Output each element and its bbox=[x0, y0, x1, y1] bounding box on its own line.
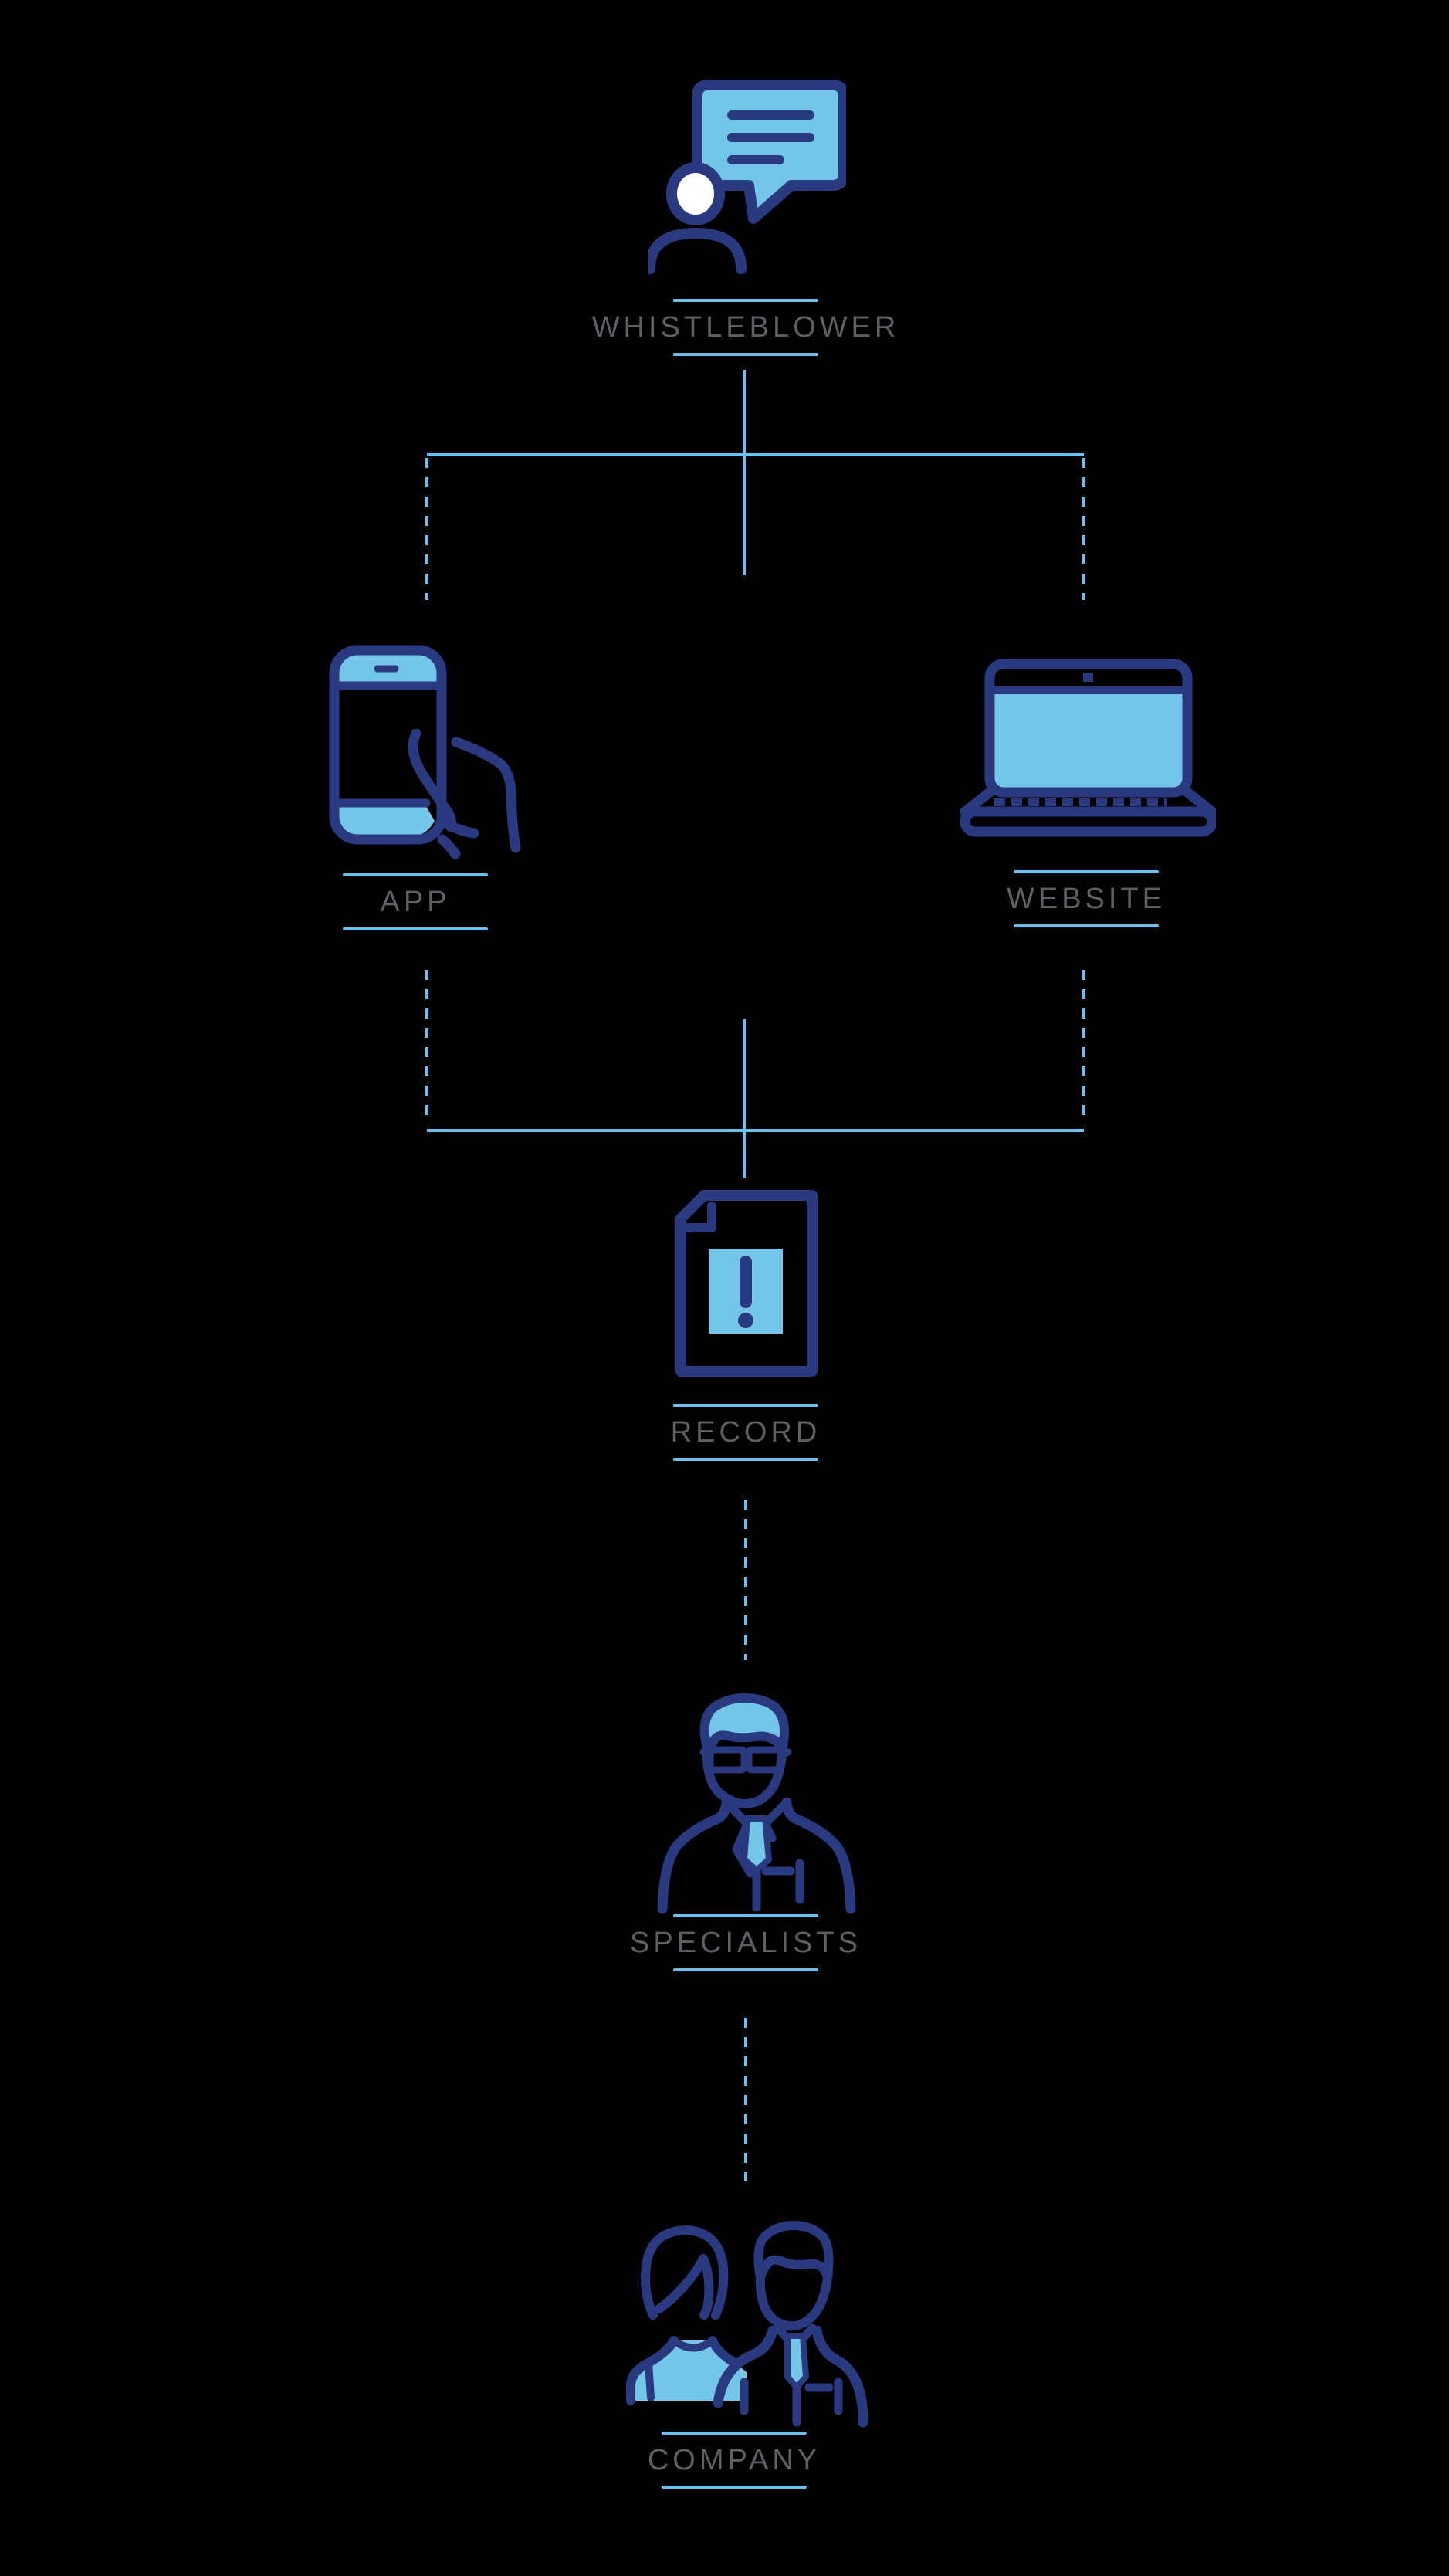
label-rule-bottom bbox=[673, 1458, 818, 1461]
label-rule-top bbox=[672, 299, 818, 302]
laptop-base bbox=[960, 806, 1216, 837]
woman-neckline bbox=[670, 2337, 716, 2352]
glasses-bridge bbox=[699, 1748, 792, 1759]
node-specialists: SPECIALISTS bbox=[630, 1914, 862, 1971]
label-rule-top bbox=[343, 873, 488, 876]
hand-lower-finger bbox=[443, 819, 479, 839]
label-rule-bottom bbox=[672, 1968, 818, 1971]
speech-bubble-text-lines bbox=[727, 110, 814, 164]
hand-index-finger bbox=[408, 728, 457, 832]
man-suit-pocket-marks bbox=[740, 2378, 843, 2415]
node-website: WEBSITE bbox=[1007, 870, 1166, 927]
phone-body bbox=[329, 645, 447, 845]
node-label-company: COMPANY bbox=[647, 2444, 821, 2476]
man-hair bbox=[753, 2221, 834, 2283]
person-shoulders bbox=[648, 228, 747, 274]
woman-hair bbox=[641, 2225, 729, 2320]
laptop-screen bbox=[994, 693, 1183, 788]
laptop-screen-frame bbox=[984, 659, 1193, 798]
specialist-hair bbox=[699, 1693, 789, 1752]
label-rule-top bbox=[1014, 870, 1159, 873]
label-rule-bottom bbox=[1014, 924, 1159, 927]
label-rule-top bbox=[661, 2432, 807, 2435]
hand-holding-phone-icon bbox=[329, 645, 521, 859]
hand-wrist-stroke bbox=[437, 834, 461, 859]
exclamation-dot bbox=[738, 1313, 753, 1328]
node-record: RECORD bbox=[671, 1404, 821, 1461]
node-label-specialists: SPECIALISTS bbox=[630, 1927, 862, 1959]
man-tie bbox=[784, 2333, 809, 2391]
man-face bbox=[755, 2273, 832, 2331]
suit-left-shoulder bbox=[657, 1797, 732, 1914]
node-company: COMPANY bbox=[648, 2432, 821, 2489]
node-label-whistleblower: WHISTLEBLOWER bbox=[591, 311, 900, 344]
hand-outer-edge bbox=[451, 737, 521, 853]
specialist-man-icon bbox=[657, 1693, 856, 1914]
document-outline bbox=[675, 1190, 818, 1377]
laptop-icon bbox=[960, 659, 1216, 837]
specialist-face bbox=[702, 1743, 787, 1808]
glasses-left-lens bbox=[706, 1746, 748, 1774]
label-rule-top bbox=[673, 1404, 818, 1407]
node-label-app: APP bbox=[380, 886, 451, 918]
person-head bbox=[666, 162, 725, 225]
node-whistleblower: WHISTLEBLOWER bbox=[592, 299, 900, 356]
glasses-right-lens bbox=[745, 1746, 785, 1774]
person-with-speech-bubble-icon bbox=[648, 80, 846, 274]
woman-hair-inner bbox=[655, 2254, 714, 2320]
man-left-shoulder bbox=[713, 2325, 778, 2408]
man-right-shoulder bbox=[811, 2325, 868, 2428]
specialist-tie bbox=[741, 1815, 772, 1873]
document-fold-mark bbox=[684, 1202, 716, 1232]
two-people-icon bbox=[626, 2221, 868, 2428]
document-alert-icon bbox=[675, 1190, 818, 1377]
label-rule-bottom bbox=[343, 927, 488, 930]
label-rule-bottom bbox=[661, 2486, 807, 2489]
label-rule-bottom bbox=[672, 353, 818, 356]
suit-right-shoulder bbox=[781, 1797, 856, 1914]
node-app: APP bbox=[343, 873, 488, 930]
node-label-website: WEBSITE bbox=[1006, 883, 1166, 915]
node-label-record: RECORD bbox=[670, 1416, 821, 1449]
woman-arm-line bbox=[645, 2359, 655, 2401]
phone-bottom-band bbox=[337, 804, 435, 837]
laptop-webcam bbox=[1083, 673, 1093, 682]
label-rule-top bbox=[672, 1914, 818, 1917]
